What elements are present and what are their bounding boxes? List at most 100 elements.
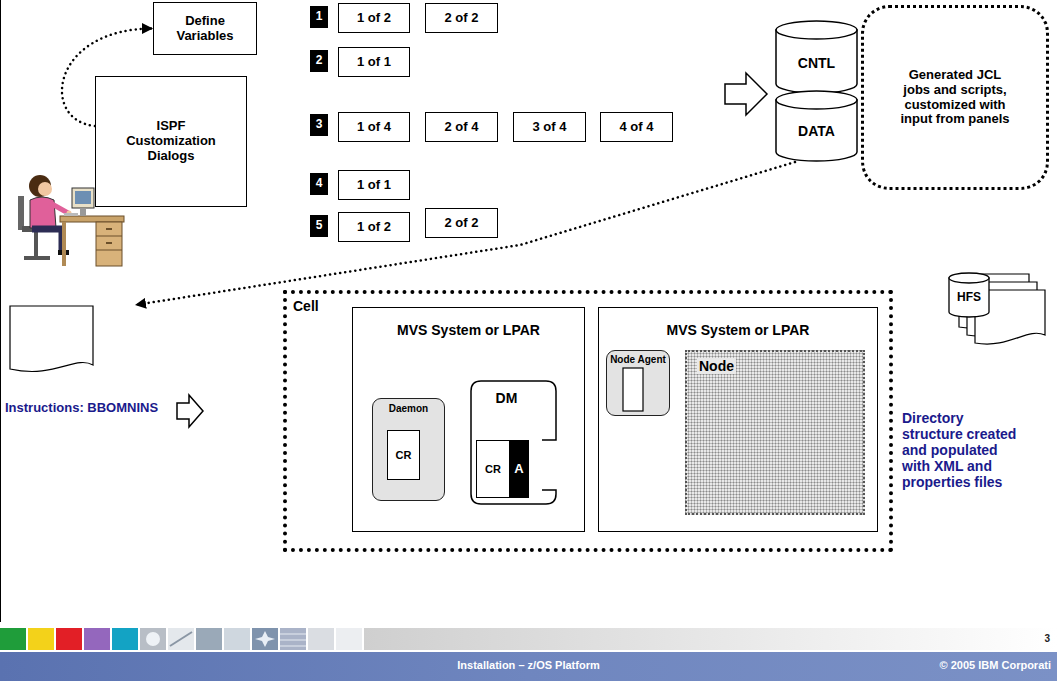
text-holder: Generated JCL jobs and scripts, customiz…	[864, 8, 1046, 187]
text-holder: CR	[388, 431, 419, 479]
app-box: A	[509, 440, 529, 498]
node-label: 2 of 2	[445, 11, 479, 26]
step-number: 1	[310, 6, 328, 28]
system-box: MVS System or LPAR Node Agent Node	[598, 307, 878, 532]
text-holder: 1 of 2	[339, 213, 409, 241]
text-holder: 1 of 4	[339, 113, 409, 141]
manager-box: DM CR A	[470, 380, 557, 505]
hfs-outline	[935, 268, 1055, 358]
text-holder: Node	[687, 352, 863, 513]
text-holder: 1	[310, 6, 328, 28]
node-agent-box: Node Agent	[606, 350, 670, 416]
node-label: CR	[396, 449, 412, 462]
node-label: Define Variables	[162, 14, 248, 44]
node-label: 1	[316, 10, 323, 24]
node-label: 1 of 2	[357, 11, 391, 26]
page-number: 3	[1044, 633, 1050, 644]
node-label: 4 of 4	[620, 120, 654, 135]
text-holder: HFS	[948, 282, 990, 314]
node-label: DATA	[798, 123, 835, 139]
text-holder: DATA	[775, 108, 858, 154]
callout-note: Directory structure created and populate…	[902, 410, 1026, 490]
note-bubble: Generated JCL jobs and scripts, customiz…	[861, 5, 1049, 190]
text-holder: 1 of 2	[339, 4, 409, 32]
step-number: 2	[310, 50, 328, 72]
dataset-cylinder: CNTL	[775, 20, 858, 94]
text-holder: 4 of 4	[601, 113, 672, 141]
server-box: DaemonCR	[372, 398, 445, 501]
node-label: 2 of 2	[445, 216, 479, 231]
node-label: 5	[316, 219, 323, 233]
text-holder: 5	[310, 215, 328, 237]
text-holder: 3	[310, 114, 328, 136]
text-holder: 1 of 1	[339, 48, 409, 76]
step-number: 5	[310, 215, 328, 237]
process-box: 1 of 4	[338, 112, 410, 142]
text-holder: 2	[310, 50, 328, 72]
dataset-cylinder: DATA	[775, 90, 858, 162]
process-box: ISPF Customization Dialogs	[95, 76, 247, 207]
node-label: Instructions: BBOMNINS	[5, 401, 158, 416]
node-label: HFS	[957, 291, 981, 305]
step-number: 4	[310, 173, 328, 195]
text-holder: 3 of 4	[514, 113, 585, 141]
process-box: 2 of 2	[425, 208, 498, 238]
text-holder: 2 of 2	[426, 209, 497, 237]
node-label: CR	[485, 463, 501, 476]
node-label: Cell	[293, 298, 319, 314]
text-holder: 4	[310, 173, 328, 195]
node-label: MVS System or LPAR	[667, 322, 810, 338]
node-label: 1 of 2	[357, 220, 391, 235]
process-box: Define Variables	[153, 2, 257, 55]
text-holder: 2 of 2	[426, 4, 497, 32]
node-label: 2	[316, 54, 323, 68]
process-box: 2 of 4	[425, 112, 498, 142]
node-label: 2 of 4	[445, 120, 479, 135]
node-label: 1 of 4	[357, 120, 391, 135]
node-label: Node	[697, 358, 736, 374]
text-holder: CNTL	[775, 38, 858, 88]
text-holder: Define Variables	[154, 3, 256, 54]
cell-boundary: CellMVS System or LPARDaemonCRDMCRAMVS S…	[283, 290, 893, 552]
system-box: MVS System or LPAR DaemonCR DM CR A	[352, 307, 585, 532]
node-box: Node	[685, 350, 865, 515]
footer-band	[0, 628, 1057, 650]
node-label: CNTL	[798, 55, 835, 71]
node-label: 1 of 1	[357, 55, 391, 70]
block-arrow	[725, 73, 767, 115]
process-box: 3 of 4	[513, 112, 586, 142]
text-holder: Instructions: BBOMNINS	[5, 397, 175, 419]
filesystem-icon: HFS	[935, 268, 1055, 358]
process-box: 1 of 1	[338, 170, 410, 200]
copyright: © 2005 IBM Corporati	[940, 659, 1051, 671]
node-label: 3	[316, 118, 323, 132]
node-label: 4	[316, 177, 323, 191]
node-label: Node Agent	[610, 354, 666, 366]
process-box: 4 of 4	[600, 112, 673, 142]
node-label: Generated JCL jobs and scripts, customiz…	[898, 68, 1012, 128]
step-number: 3	[310, 114, 328, 136]
node-label: ISPF Customization Dialogs	[116, 119, 226, 164]
text-holder: Node Agent	[607, 351, 669, 415]
process-box: 1 of 2	[338, 212, 410, 242]
node-label: 1 of 1	[357, 178, 391, 193]
node-label: Daemon	[389, 403, 428, 415]
node-label: 3 of 4	[533, 120, 567, 135]
text-holder: 1 of 1	[339, 171, 409, 199]
text-holder: ISPF Customization Dialogs	[96, 77, 246, 206]
text-holder: A	[509, 440, 529, 498]
node-label: MVS System or LPAR	[397, 322, 540, 338]
block-arrow	[177, 395, 203, 427]
document-icon: Instructions: BBOMNINS	[5, 305, 175, 420]
text-holder: CR	[477, 441, 509, 497]
frame-line	[0, 0, 1, 622]
text-holder: 2 of 4	[426, 113, 497, 141]
process-box: 2 of 2	[425, 3, 498, 33]
node-label: DM	[496, 390, 518, 406]
footer-title: Installation – z/OS Platform	[0, 659, 1057, 671]
process-box: 1 of 2	[338, 3, 410, 33]
process-box: CR	[476, 440, 510, 498]
node-label: A	[514, 462, 523, 477]
process-box: CR	[387, 430, 420, 480]
